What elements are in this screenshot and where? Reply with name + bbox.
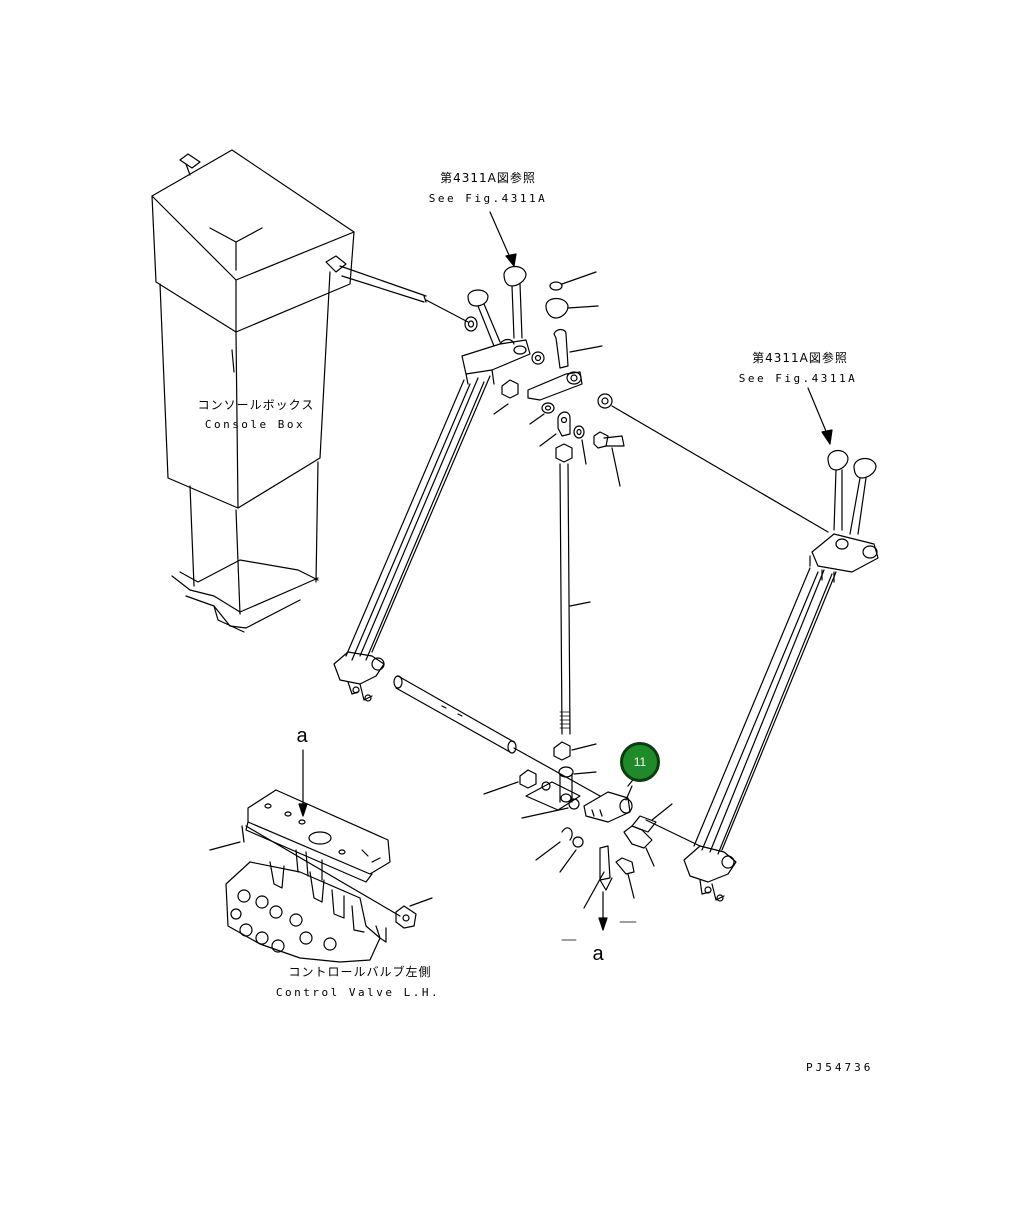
view-a-label-top: a [296,725,308,747]
reference-label-right-en: See Fig.4311A [738,372,858,385]
control-valve-view [209,749,433,963]
console-box-label-en: Console Box [204,418,306,431]
control-valve-label-jp: コントロールバルブ左側 [288,965,432,979]
reference-label-top-en: See Fig.4311A [428,192,548,205]
center-hardware [493,271,829,735]
cross-shaft [393,675,701,941]
part-callout-11[interactable]: 11 [620,742,660,782]
right-lever-assembly [683,387,879,902]
reference-label-top-jp: 第4311A図参照 [440,171,536,185]
console-box [151,149,469,633]
reference-label-right-jp: 第4311A図参照 [752,351,848,365]
left-lever-assembly [461,211,545,385]
console-box-label-jp: コンソールボックス [197,398,315,412]
control-valve-label-en: Control Valve L.H. [275,986,441,999]
left-double-rod [333,375,491,702]
drawing-code: PJ54736 [806,1061,874,1074]
view-a-label-bottom: a [592,943,604,965]
part-callout-number: 11 [633,755,647,769]
